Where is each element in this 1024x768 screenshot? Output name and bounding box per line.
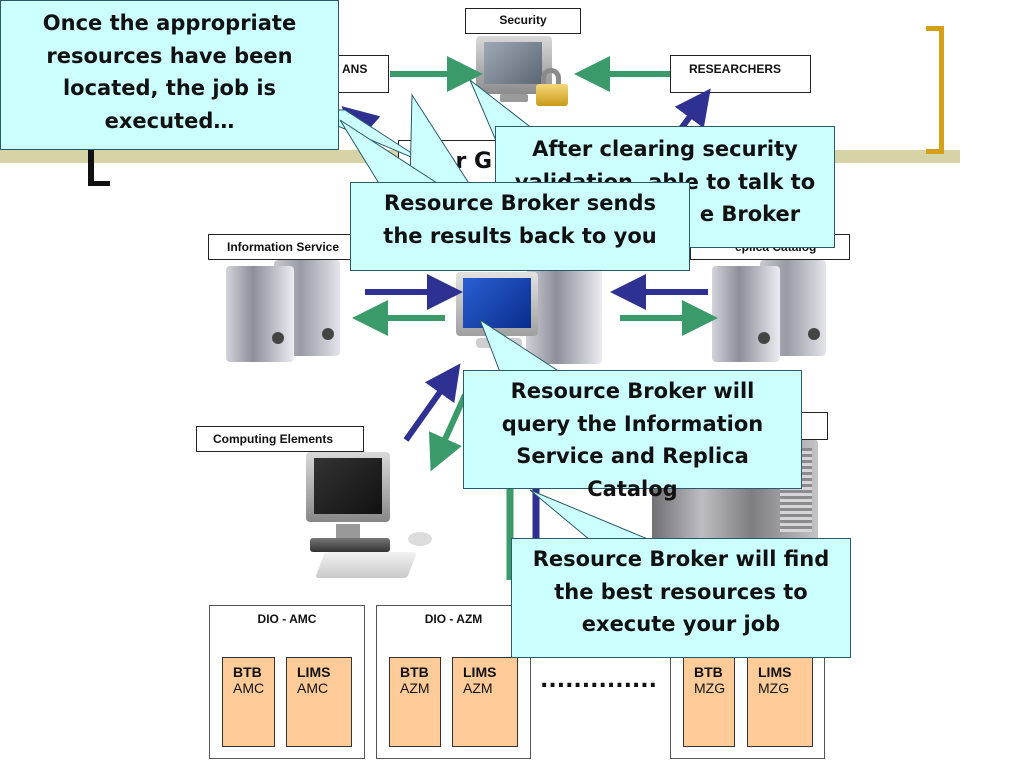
db-location: AZM	[400, 680, 430, 696]
researchers-label: RESEARCHERS	[670, 55, 811, 93]
db-location: AMC	[233, 680, 265, 696]
security-label: Security	[465, 8, 581, 34]
resource-broker-computer	[456, 260, 606, 366]
arrow-to-computing-elements	[403, 363, 461, 442]
callout-find-resources: Resource Broker will find the best resou…	[511, 538, 851, 658]
db-location: AMC	[297, 680, 329, 696]
ellipsis: ..............	[540, 668, 658, 693]
db-type: BTB	[400, 664, 429, 680]
db-type: BTB	[233, 664, 262, 680]
callout-security-line3: e Broker	[699, 202, 801, 227]
site-title: DIO - AZM	[424, 612, 483, 626]
db-location: MZG	[758, 680, 790, 696]
callout-query-services: Resource Broker will query the Informati…	[463, 370, 802, 501]
db-location: AZM	[463, 680, 493, 696]
db-type: BTB	[694, 664, 723, 680]
black-corner-mark	[88, 150, 94, 186]
callout-results-back: Resource Broker sends the results back t…	[350, 182, 690, 271]
gold-bracket	[926, 26, 944, 154]
arrow-from-computing-elements	[428, 393, 468, 472]
db-location: MZG	[694, 680, 726, 696]
db-type: LIMS	[758, 664, 792, 680]
computing-element-workstation	[300, 452, 440, 584]
db-type: LIMS	[463, 664, 497, 680]
replica-catalog-servers	[712, 260, 842, 362]
computing-elements-label: Computing Elements	[196, 426, 364, 452]
information-service-servers	[226, 260, 356, 362]
clinicians-label: ANS	[335, 55, 389, 93]
db-type: LIMS	[297, 664, 331, 680]
callout-job-executed: Once the appropriate resources have been…	[0, 0, 339, 150]
site-title: DIO - AMC	[257, 612, 317, 626]
black-corner-mark-foot	[88, 181, 110, 186]
callout-query-pointer	[478, 318, 562, 373]
padlock-icon	[534, 68, 572, 106]
arrow-researchers-down	[674, 88, 711, 132]
information-service-label: Information Service	[208, 234, 358, 260]
